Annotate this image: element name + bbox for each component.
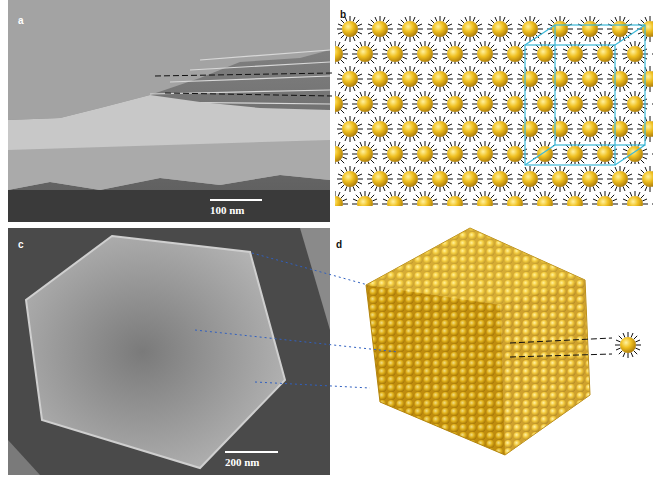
panel-letter: d bbox=[336, 240, 342, 250]
panel-letter: b bbox=[340, 10, 346, 20]
scale-bar-label: 200 nm bbox=[225, 457, 260, 468]
scale-bar-label: 100 nm bbox=[210, 205, 245, 216]
panel-letter: a bbox=[18, 16, 24, 26]
panel-letter: c bbox=[18, 240, 24, 250]
